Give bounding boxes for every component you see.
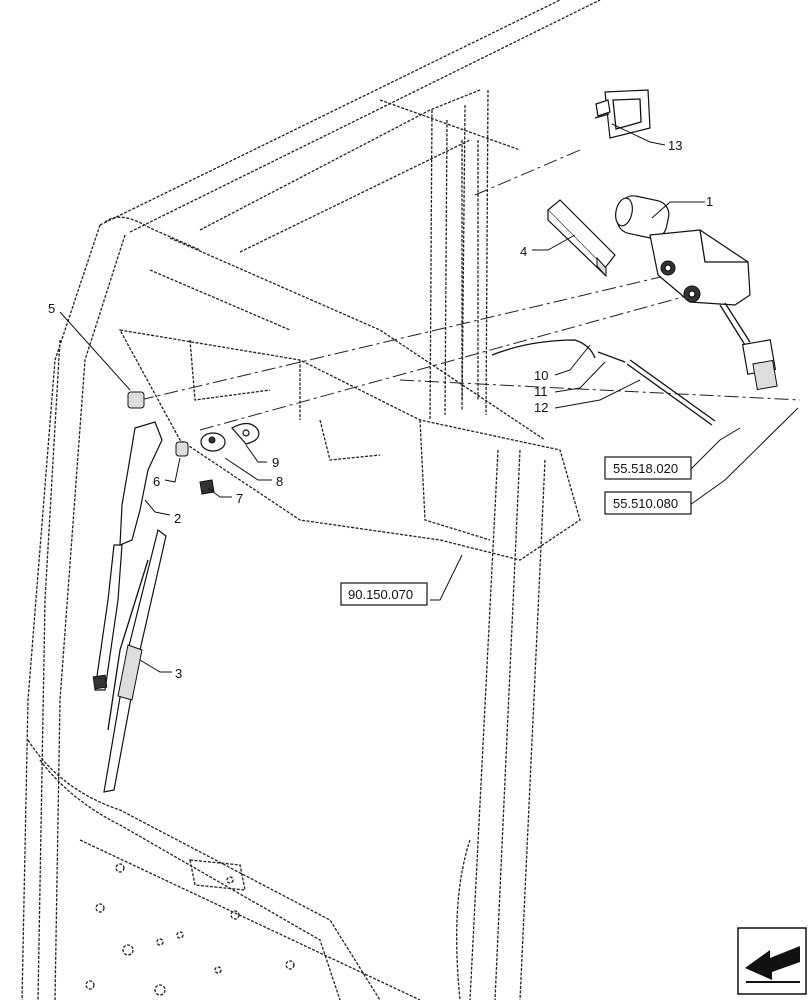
callout-5: 5 <box>48 301 55 316</box>
ref-55-510-080: 55.510.080 <box>613 496 678 511</box>
callout-3: 3 <box>175 666 182 681</box>
rubber-pad <box>547 199 616 278</box>
callout-1: 1 <box>706 194 713 209</box>
callout-7: 7 <box>236 491 243 506</box>
wiper-motor <box>615 195 778 391</box>
cab-frame <box>21 0 601 1000</box>
wiper-blade <box>103 528 167 793</box>
ref-90-150-070: 90.150.070 <box>348 587 413 602</box>
ref-55-518-020: 55.518.020 <box>613 461 678 476</box>
nut <box>199 479 215 495</box>
mount-holes <box>85 863 295 996</box>
callout-4: 4 <box>520 244 527 259</box>
callout-13: 13 <box>668 138 682 153</box>
callout-6: 6 <box>153 474 160 489</box>
callout-2: 2 <box>174 511 181 526</box>
assembly-centerlines <box>139 149 801 431</box>
nut-cap <box>127 391 145 409</box>
wiper-switch <box>594 89 651 139</box>
callout-12: 12 <box>534 400 548 415</box>
spindle-hardware <box>175 422 260 495</box>
callout-11: 11 <box>534 384 548 399</box>
wiper-arm <box>92 421 163 691</box>
leader-lines <box>59 123 799 673</box>
callout-labels: 1 2 3 4 5 6 7 8 9 10 11 12 13 <box>48 138 713 681</box>
spacer <box>175 441 189 457</box>
page-forward-arrow-icon[interactable] <box>737 927 807 995</box>
washer-hose <box>491 339 716 426</box>
callout-9: 9 <box>272 455 279 470</box>
callout-8: 8 <box>276 474 283 489</box>
callout-10: 10 <box>534 368 548 383</box>
reference-boxes: 55.518.020 55.510.080 90.150.070 <box>340 456 692 606</box>
